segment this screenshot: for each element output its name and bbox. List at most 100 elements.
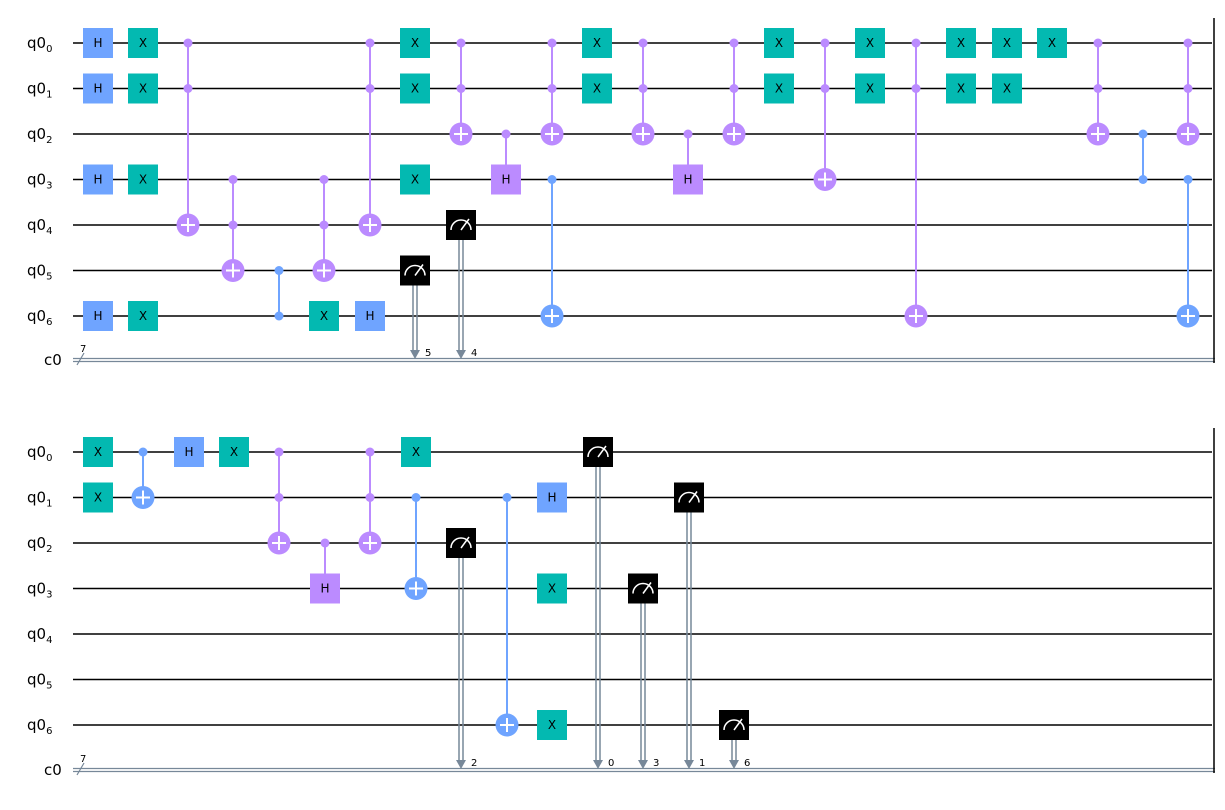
x-gate [219, 437, 249, 467]
x-gate [764, 28, 794, 58]
cz-dot [274, 311, 284, 321]
gate-label: X [1003, 36, 1011, 50]
qubit-label: q05 [27, 262, 52, 283]
meter-needle [460, 536, 470, 549]
control-dot [365, 38, 375, 48]
control-dot [365, 447, 375, 457]
h-gate [83, 73, 113, 104]
gate-label: X [94, 491, 102, 505]
qubit-label: q05 [27, 671, 52, 692]
cz-dot [1138, 129, 1148, 139]
measure-gate [583, 437, 613, 467]
meter-icon [450, 219, 472, 231]
qubit-label: q03 [27, 171, 52, 192]
qubit-label: q00 [27, 34, 52, 55]
qubit-label: q02 [27, 125, 52, 146]
meter-icon [723, 719, 745, 731]
gate-label: H [320, 582, 329, 596]
control-dot [319, 175, 329, 184]
measure-arrowhead [593, 760, 603, 769]
measure-gate [719, 710, 749, 740]
meter-needle [688, 491, 698, 503]
gate-label: H [93, 173, 102, 187]
control-dot [911, 84, 921, 93]
x-gate [309, 301, 339, 331]
x-gate [764, 73, 794, 104]
control-dot [1093, 84, 1103, 93]
control-dot [138, 447, 148, 457]
control-dot [319, 220, 329, 230]
gate-label: X [1048, 36, 1056, 50]
control-dot [1093, 38, 1103, 48]
meter-needle [414, 264, 424, 276]
gate-label: X [411, 36, 419, 50]
measure-arrowhead [410, 350, 420, 359]
cz-dot [1138, 175, 1148, 184]
x-gate [83, 482, 113, 513]
qubit-label: q02 [27, 534, 52, 555]
h-gate [83, 28, 113, 58]
gate-label: X [230, 445, 238, 459]
measure-arrowhead [729, 760, 739, 769]
control-dot [729, 38, 739, 48]
x-gate [992, 28, 1022, 58]
qubit-label: q04 [27, 216, 52, 237]
classical-bit-index: 1 [699, 758, 705, 769]
gate-label: X [548, 582, 556, 596]
meter-needle [460, 218, 470, 231]
gate-label: H [93, 36, 102, 50]
x-gate [1037, 28, 1067, 58]
gate-label: X [775, 82, 783, 96]
cz-dot [274, 266, 284, 275]
control-dot [228, 220, 238, 230]
register-size-slash [76, 352, 85, 366]
control-dot [274, 493, 284, 502]
x-gate [400, 164, 430, 195]
control-dot [501, 129, 511, 139]
x-gate [855, 28, 885, 58]
meter-needle [733, 718, 743, 731]
gate-label: H [365, 309, 374, 323]
controlled-h-gate [310, 573, 340, 604]
control-dot [547, 38, 557, 48]
gate-label: H [93, 309, 102, 323]
qubit-label: q01 [27, 80, 52, 101]
classical-bit-index: 0 [608, 758, 614, 769]
meter-icon [678, 491, 700, 503]
measure-arrowhead [456, 760, 466, 769]
h-gate [174, 437, 204, 467]
control-dot [456, 84, 466, 93]
register-size-label: 7 [80, 754, 86, 765]
register-size-slash [76, 762, 85, 776]
gate-label: X [139, 173, 147, 187]
qubit-label: q03 [27, 580, 52, 601]
control-dot [502, 493, 512, 502]
control-dot [683, 129, 693, 139]
meter-icon [632, 582, 654, 594]
h-gate [537, 482, 567, 513]
h-gate [355, 301, 385, 331]
meter-icon [450, 537, 472, 549]
meter-icon [587, 446, 609, 458]
x-gate [582, 28, 612, 58]
classical-bit-index: 3 [653, 758, 659, 769]
gate-label: X [139, 36, 147, 50]
gate-label: X [1003, 82, 1011, 96]
control-dot [638, 84, 648, 93]
meter-icon [404, 264, 426, 276]
control-dot [1183, 84, 1193, 93]
gate-label: X [593, 82, 601, 96]
control-dot [820, 84, 830, 93]
measure-gate [628, 573, 658, 604]
x-gate [537, 710, 567, 740]
x-gate [128, 73, 158, 104]
classical-label: c0 [44, 761, 62, 779]
gate-label: X [548, 718, 556, 732]
x-gate [946, 28, 976, 58]
x-gate [401, 437, 431, 467]
gate-label: X [139, 82, 147, 96]
classical-bit-index: 2 [471, 758, 477, 769]
gate-label: X [411, 173, 419, 187]
control-dot [547, 175, 557, 184]
